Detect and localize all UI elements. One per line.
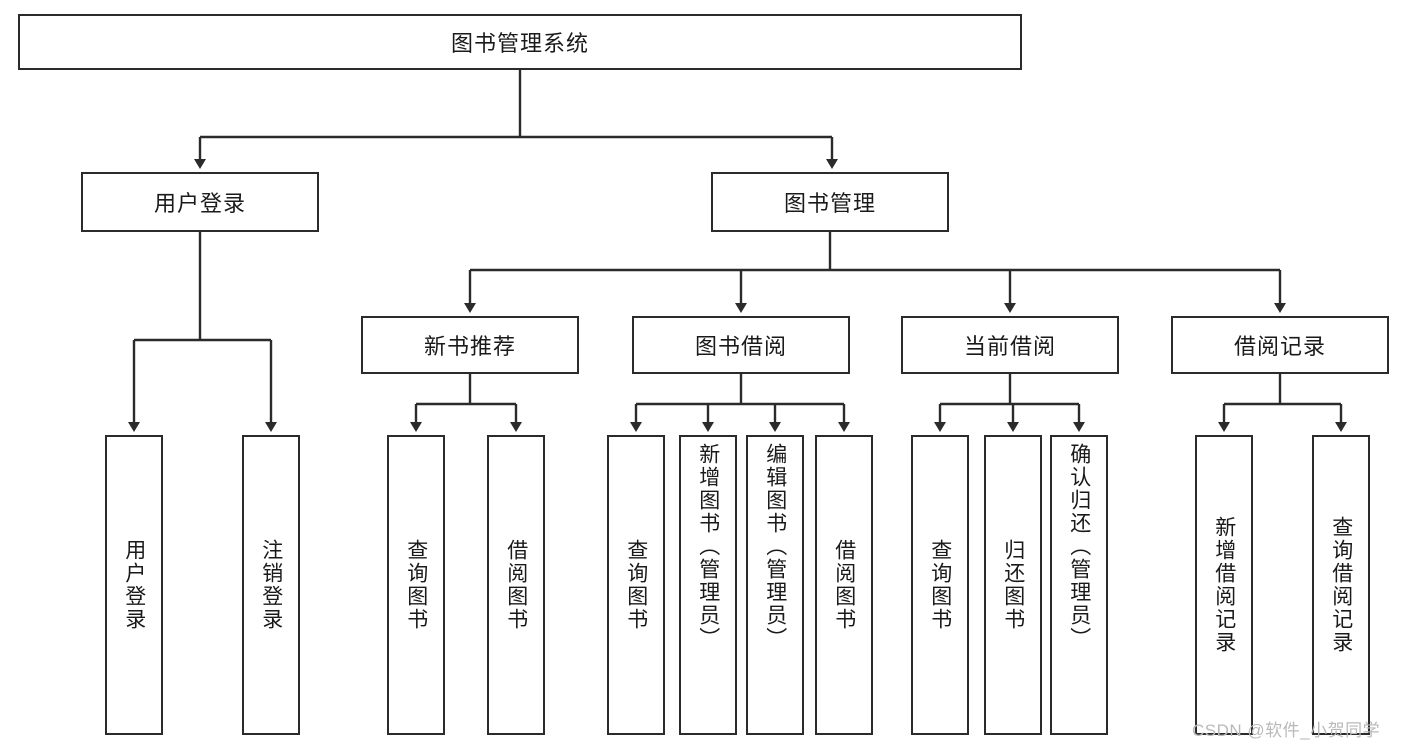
leaf-add-borrow-record[interactable]: 新增借阅记录	[1195, 435, 1253, 735]
node-user-login-label: 用户登录	[153, 191, 246, 216]
leaf-query-book-2-label: 查询图书	[624, 539, 648, 631]
leaf-return-book-label: 归还图书	[1001, 539, 1025, 631]
leaf-query-borrow-record-label: 查询借阅记录	[1329, 516, 1353, 654]
leaf-user-login-label: 用户登录	[122, 539, 146, 631]
leaf-query-borrow-record[interactable]: 查询借阅记录	[1312, 435, 1370, 735]
node-user-login[interactable]: 用户登录	[81, 172, 319, 232]
node-borrow-record-label: 借阅记录	[1233, 334, 1326, 359]
leaf-query-book-1[interactable]: 查询图书	[387, 435, 445, 735]
leaf-query-book-2[interactable]: 查询图书	[607, 435, 665, 735]
node-new-book-recommend-label: 新书推荐	[423, 334, 516, 359]
node-current-borrow-label: 当前借阅	[963, 334, 1056, 359]
leaf-borrow-book-2[interactable]: 借阅图书	[815, 435, 873, 735]
leaf-add-book-admin-label: 新增图书（管理员）	[696, 443, 720, 650]
leaf-borrow-book-2-label: 借阅图书	[832, 539, 856, 631]
node-root[interactable]: 图书管理系统	[18, 14, 1022, 70]
node-current-borrow[interactable]: 当前借阅	[901, 316, 1119, 374]
leaf-edit-book-admin[interactable]: 编辑图书（管理员）	[746, 435, 804, 735]
leaf-return-book[interactable]: 归还图书	[984, 435, 1042, 735]
leaf-borrow-book-1-label: 借阅图书	[504, 539, 528, 631]
node-borrow-record[interactable]: 借阅记录	[1171, 316, 1389, 374]
leaf-borrow-book-1[interactable]: 借阅图书	[487, 435, 545, 735]
leaf-user-login[interactable]: 用户登录	[105, 435, 163, 735]
node-root-label: 图书管理系统	[450, 31, 589, 56]
node-book-manage-label: 图书管理	[783, 191, 876, 216]
node-book-manage[interactable]: 图书管理	[711, 172, 949, 232]
leaf-query-book-1-label: 查询图书	[404, 539, 428, 631]
leaf-logout-login[interactable]: 注销登录	[242, 435, 300, 735]
leaf-edit-book-admin-label: 编辑图书（管理员）	[763, 443, 787, 650]
leaf-query-book-3[interactable]: 查询图书	[911, 435, 969, 735]
leaf-add-book-admin[interactable]: 新增图书（管理员）	[679, 435, 737, 735]
node-new-book-recommend[interactable]: 新书推荐	[361, 316, 579, 374]
leaf-logout-login-label: 注销登录	[259, 539, 283, 631]
leaf-add-borrow-record-label: 新增借阅记录	[1212, 516, 1236, 654]
node-book-borrow-label: 图书借阅	[694, 334, 787, 359]
csdn-watermark: CSDN @软件_小贺同学	[1192, 721, 1381, 740]
leaf-confirm-return-admin-label: 确认归还（管理员）	[1067, 443, 1091, 650]
leaf-query-book-3-label: 查询图书	[928, 539, 952, 631]
node-book-borrow[interactable]: 图书借阅	[632, 316, 850, 374]
leaf-confirm-return-admin[interactable]: 确认归还（管理员）	[1050, 435, 1108, 735]
